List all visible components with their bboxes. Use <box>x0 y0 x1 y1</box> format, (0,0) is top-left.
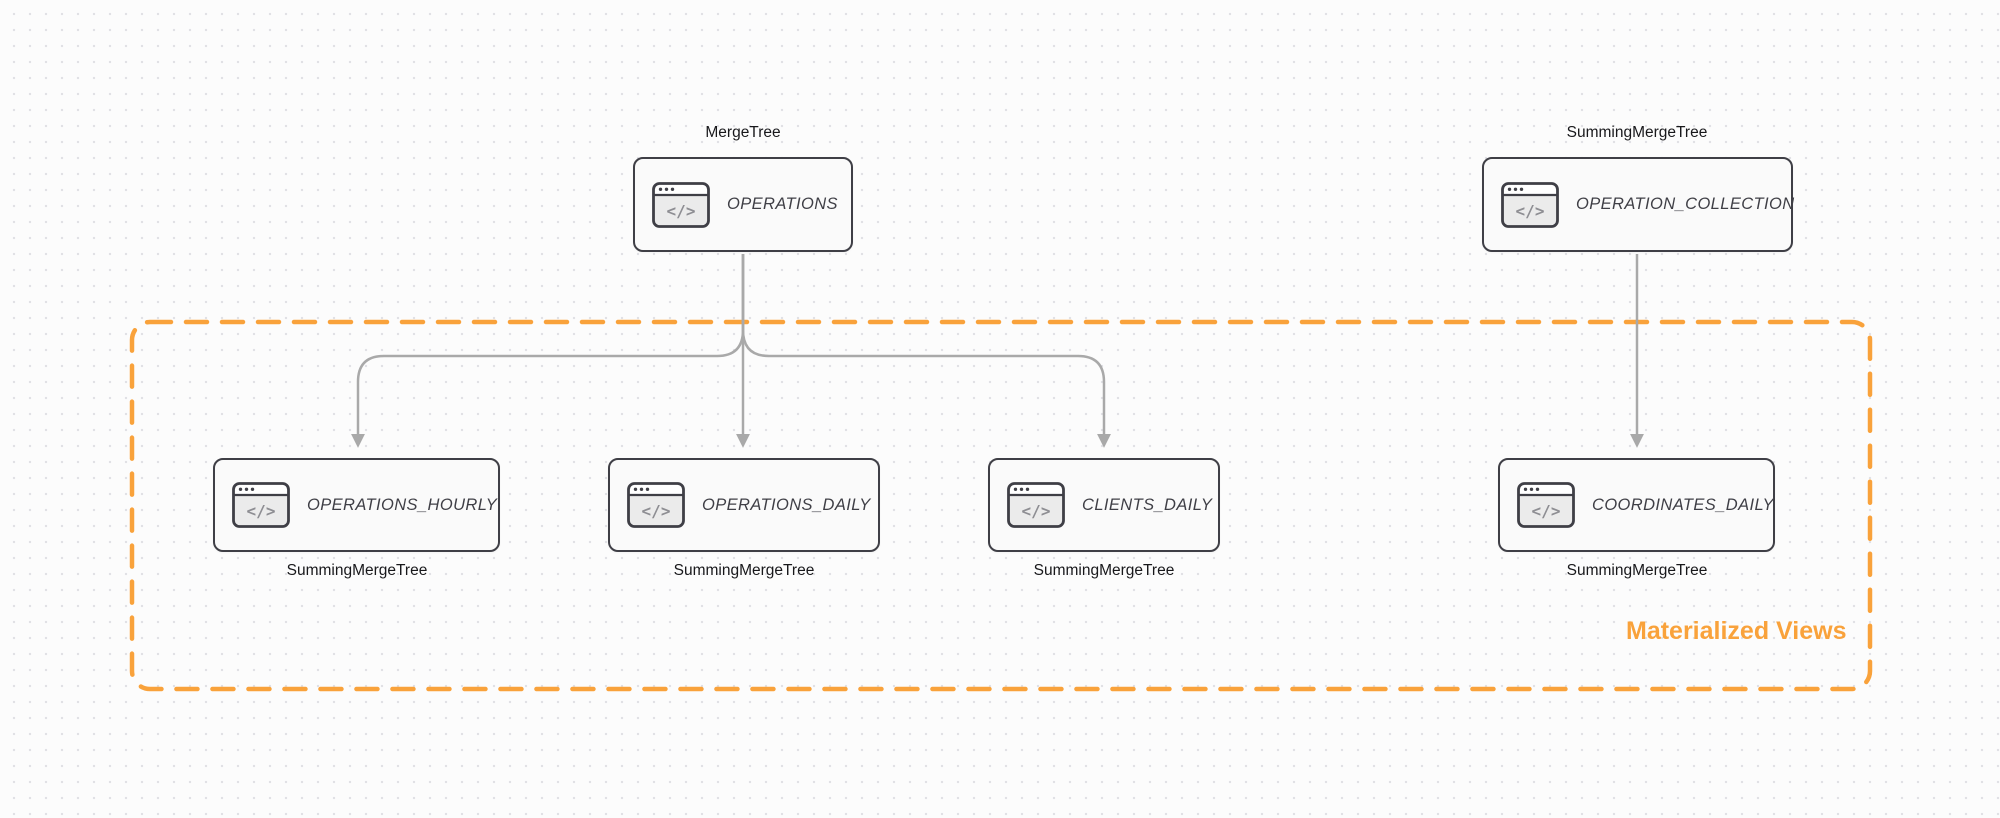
svg-text:</>: </> <box>642 502 671 521</box>
svg-text:</>: </> <box>247 502 276 521</box>
node-operations[interactable]: </> OPERATIONS <box>633 157 853 252</box>
engine-label-clients-daily: SummingMergeTree <box>1033 562 1175 579</box>
table-name-label: CLIENTS_DAILY <box>1082 495 1213 514</box>
table-name-label: OPERATIONS <box>727 195 838 213</box>
node-clients-daily[interactable]: </> CLIENTS_DAILY <box>988 458 1220 552</box>
node-operation-collection[interactable]: </> OPERATION_COLLECTION <box>1482 157 1795 252</box>
svg-text:</>: </> <box>1022 502 1051 521</box>
code-window-icon: </> <box>652 181 710 228</box>
table-name-label: OPERATIONS_DAILY <box>702 495 871 514</box>
table-name-label: OPERATIONS_HOURLY <box>307 495 498 514</box>
materialized-views-label: Materialized Views <box>1626 617 1847 645</box>
edge-operations-to-operations-hourly <box>351 254 745 448</box>
engine-label-operations: MergeTree <box>705 124 781 141</box>
materialized-views-group-border <box>129 319 1873 692</box>
code-window-icon: </> <box>1517 482 1575 528</box>
code-window-icon: </> <box>627 482 685 528</box>
engine-label-coordinates-daily: SummingMergeTree <box>1566 562 1708 579</box>
table-name-label: OPERATION_COLLECTION <box>1576 195 1795 213</box>
code-window-icon: </> <box>1501 181 1559 228</box>
code-window-icon: </> <box>1007 482 1065 528</box>
engine-label-operations-daily: SummingMergeTree <box>673 562 815 579</box>
edge-operations-to-clients-daily <box>741 254 1111 448</box>
engine-label-operation-collection: SummingMergeTree <box>1566 124 1708 141</box>
node-coordinates-daily[interactable]: </> COORDINATES_DAILY <box>1498 458 1775 552</box>
table-name-label: COORDINATES_DAILY <box>1592 495 1774 514</box>
node-operations-hourly[interactable]: </> OPERATIONS_HOURLY <box>213 458 500 552</box>
svg-text:</>: </> <box>1532 502 1561 521</box>
code-window-icon: </> <box>232 482 290 528</box>
svg-text:</>: </> <box>667 201 696 220</box>
node-operations-daily[interactable]: </> OPERATIONS_DAILY <box>608 458 880 552</box>
engine-label-operations-hourly: SummingMergeTree <box>286 562 428 579</box>
svg-text:</>: </> <box>1516 201 1545 220</box>
